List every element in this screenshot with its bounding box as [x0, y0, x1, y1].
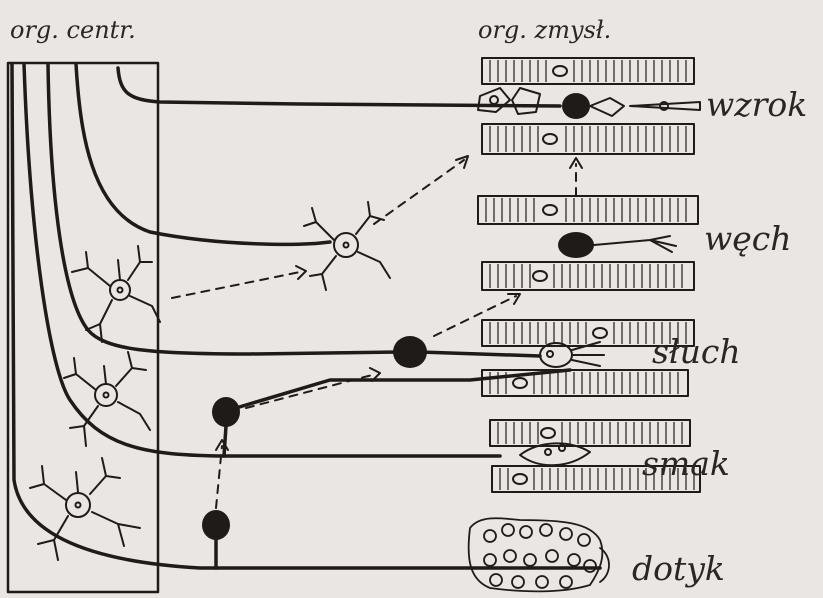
smell-neuron	[304, 202, 390, 290]
central-neuron-3	[30, 458, 140, 560]
sense-label-smak: smak	[642, 444, 730, 483]
sense-organ-label: org. zmysł.	[478, 16, 611, 44]
band-7	[490, 420, 690, 446]
touch-receptor	[469, 518, 609, 591]
central-organ-label: org. centr.	[10, 16, 136, 44]
arrow-1	[172, 272, 300, 298]
band-6	[482, 370, 688, 396]
ganglion-touch	[202, 510, 230, 540]
central-neuron-2	[64, 352, 150, 446]
sense-label-wech: węch	[704, 219, 792, 258]
sense-label-dotyk: dotyk	[632, 549, 725, 588]
arrow-4-head	[508, 294, 520, 304]
central-neurons	[30, 246, 160, 560]
ganglion-taste	[212, 397, 240, 427]
ganglion-vision	[562, 93, 590, 119]
ganglion-cells	[202, 93, 594, 568]
arrow-2	[374, 160, 464, 224]
arrow-4	[434, 296, 516, 336]
smell-receptor	[594, 236, 676, 252]
tissue-bands	[478, 58, 700, 492]
ganglion-smell	[558, 232, 594, 258]
sense-label-wzrok: wzrok	[706, 85, 807, 124]
sense-label-sluch: słuch	[652, 332, 741, 371]
band-3	[478, 196, 698, 224]
